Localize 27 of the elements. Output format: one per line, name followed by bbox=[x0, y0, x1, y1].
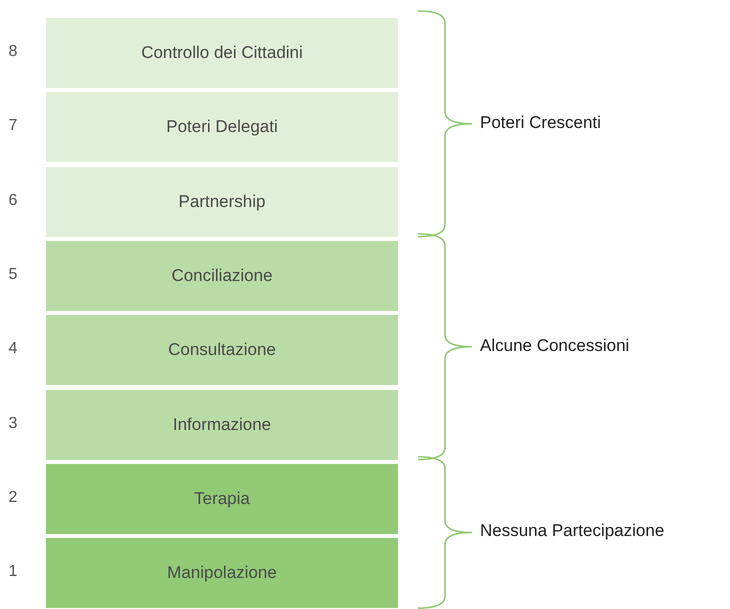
brace-label: Alcune Concessioni bbox=[480, 336, 630, 356]
rung-number: 1 bbox=[8, 563, 18, 582]
ladder-rung bbox=[46, 538, 398, 608]
ladder-rung bbox=[46, 18, 398, 88]
rung-label: Manipolazione bbox=[167, 563, 277, 584]
brace-label: Nessuna Partecipazione bbox=[480, 521, 664, 542]
rung-label: Informazione bbox=[172, 414, 272, 434]
ladder-rung bbox=[46, 390, 398, 460]
rung-number: 3 bbox=[8, 414, 18, 432]
rung-number: 6 bbox=[8, 192, 18, 210]
rung-label: Terapia bbox=[194, 488, 250, 509]
rung-label: Consultazione bbox=[168, 340, 276, 360]
rung-number: 4 bbox=[8, 340, 18, 358]
brace-label: Poteri Crescenti bbox=[480, 112, 601, 133]
rung-number: 5 bbox=[8, 266, 18, 284]
rung-label: Poteri Delegati bbox=[166, 117, 278, 138]
rung-number: 2 bbox=[8, 488, 18, 507]
rung-number: 7 bbox=[8, 117, 18, 136]
ladder-rung bbox=[46, 464, 398, 534]
ladder-rung bbox=[46, 240, 398, 311]
ladder-rung bbox=[46, 315, 398, 386]
rung-label: Conciliazione bbox=[171, 266, 273, 286]
ladder-rung bbox=[46, 92, 398, 162]
rung-label: Controllo dei Cittadini bbox=[141, 43, 303, 63]
ladder-rung bbox=[46, 166, 398, 237]
rung-number: 8 bbox=[8, 43, 18, 61]
rung-label: Partnership bbox=[178, 192, 266, 212]
